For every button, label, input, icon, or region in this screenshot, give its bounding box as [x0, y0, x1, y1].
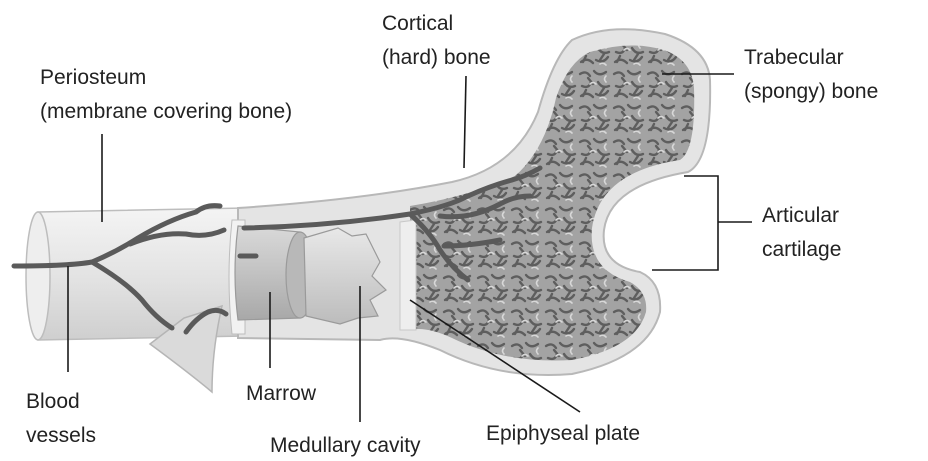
- label-trabecular-line2: (spongy) bone: [744, 80, 878, 103]
- label-articular-line1: Articular: [762, 204, 839, 227]
- label-cortical-line1: Cortical: [382, 12, 453, 35]
- label-medullary-cavity: Medullary cavity: [270, 434, 421, 457]
- label-articular-line2: cartilage: [762, 238, 841, 261]
- label-cortical-line2: (hard) bone: [382, 46, 491, 69]
- label-marrow: Marrow: [246, 382, 317, 405]
- epiphyseal-plate: [400, 220, 416, 330]
- label-epiphyseal-plate: Epiphyseal plate: [486, 422, 640, 445]
- label-blood-line1: Blood: [26, 390, 80, 413]
- articular-bracket: [652, 176, 718, 270]
- label-trabecular-line1: Trabecular: [744, 46, 844, 69]
- marrow-cylinder: [235, 226, 314, 320]
- label-periosteum-line1: Periosteum: [40, 66, 146, 89]
- label-blood-line2: vessels: [26, 424, 96, 447]
- label-periosteum-line2: (membrane covering bone): [40, 100, 292, 123]
